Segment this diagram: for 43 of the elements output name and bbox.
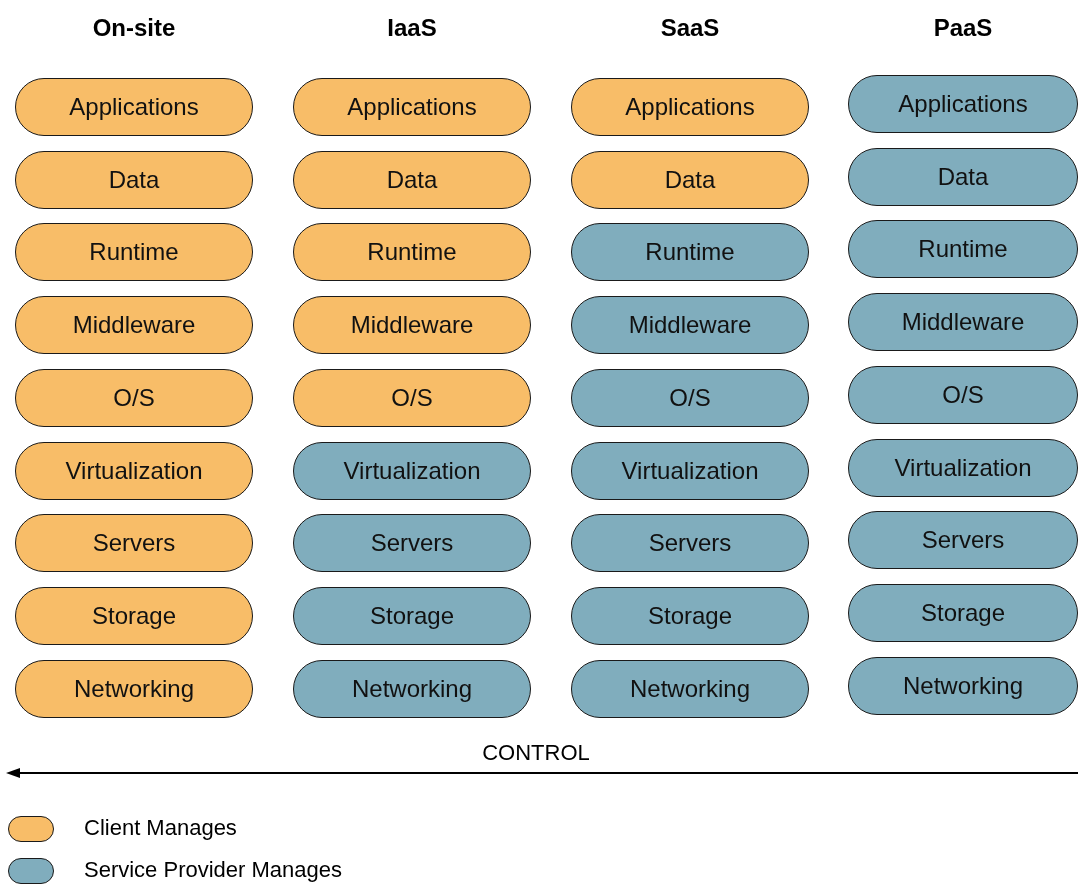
layer-label: Data — [108, 165, 160, 194]
layer-label: Virtualization — [621, 456, 759, 485]
layer-label: Networking — [902, 671, 1023, 700]
layer-label: O/S — [391, 383, 433, 412]
layer-label: Data — [664, 165, 716, 194]
layer-label: Data — [386, 165, 438, 194]
layer-label: Virtualization — [343, 456, 481, 485]
legend-label: Service Provider Manages — [84, 857, 342, 883]
layer-label: Servers — [370, 529, 454, 558]
layer-label: Storage — [647, 601, 733, 630]
column-heading: On-site — [92, 14, 176, 42]
column-heading: PaaS — [933, 14, 993, 42]
layer-label: Virtualization — [894, 453, 1032, 482]
column-heading: IaaS — [387, 14, 437, 42]
layer-label: Data — [937, 162, 989, 191]
layer-label: Applications — [625, 93, 755, 121]
layer-label: O/S — [669, 383, 711, 412]
layer-label: Virtualization — [65, 456, 203, 485]
layer-label: Applications — [347, 93, 477, 121]
layer-label: Storage — [369, 601, 455, 630]
layer-label: Networking — [73, 674, 194, 703]
layer-label: Networking — [351, 674, 472, 703]
layer-label: Middleware — [628, 311, 752, 340]
layer-label: Servers — [648, 529, 732, 558]
column-heading: SaaS — [660, 14, 720, 42]
layer-label: Servers — [921, 526, 1005, 555]
layer-label: Networking — [629, 674, 750, 703]
layer-label: Storage — [920, 598, 1006, 627]
layer-label: O/S — [113, 383, 155, 412]
layer-label: Servers — [92, 529, 176, 558]
layer-label: O/S — [942, 380, 984, 409]
layer-label: Middleware — [350, 311, 474, 340]
layer-label: Storage — [91, 601, 177, 630]
layer-label: Applications — [69, 93, 199, 121]
layer-label: Runtime — [89, 238, 179, 267]
layer-label: Runtime — [367, 238, 457, 267]
axis-label: CONTROL — [482, 740, 590, 766]
legend-label: Client Manages — [84, 815, 237, 841]
layer-label: Runtime — [918, 235, 1008, 264]
layer-label: Middleware — [72, 311, 196, 340]
layer-label: Applications — [898, 90, 1028, 118]
layer-label: Runtime — [645, 238, 735, 267]
layer-label: Middleware — [901, 308, 1025, 337]
